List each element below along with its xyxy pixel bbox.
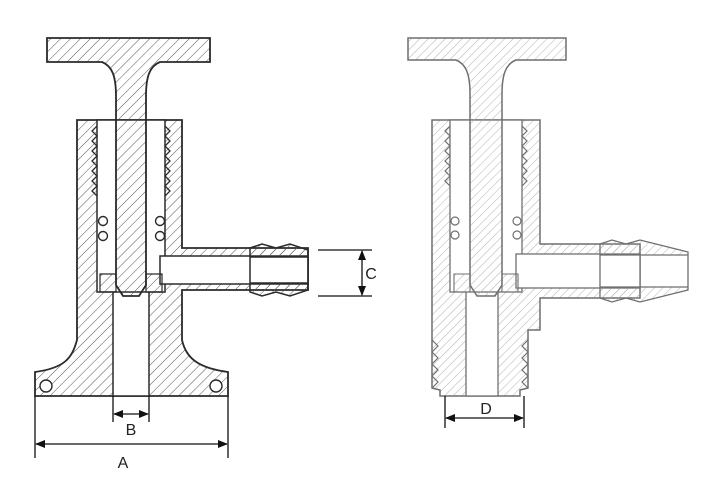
left-valve-o-rings xyxy=(97,215,166,242)
left-valve-side-bore xyxy=(159,255,309,285)
left-valve-clamp-type xyxy=(34,37,309,397)
right-valve-thread-left xyxy=(444,125,451,187)
left-valve-hose-barb xyxy=(249,243,309,297)
left-valve-seat xyxy=(99,273,163,293)
left-valve-thread-left xyxy=(91,125,98,197)
right-valve-thread-bottom-right xyxy=(521,339,529,389)
left-valve-handle-stem xyxy=(46,37,211,297)
dimension-label-c: C xyxy=(365,266,377,283)
dimension-lines xyxy=(34,249,525,458)
right-valve-hose-barb xyxy=(599,239,689,303)
right-valve-thread-bottom-left xyxy=(431,339,439,389)
dimension-label-d: D xyxy=(480,401,492,418)
dimension-label-a: A xyxy=(118,455,129,472)
right-valve-threaded-type xyxy=(407,37,689,397)
left-valve-bore xyxy=(112,289,150,397)
dimension-label-b: B xyxy=(126,422,137,439)
right-valve-o-rings xyxy=(450,216,522,240)
right-valve-handle-stem xyxy=(407,37,567,297)
left-valve-thread-right xyxy=(164,125,171,197)
right-valve-thread-right xyxy=(521,125,528,187)
left-valve-clamp-grooves xyxy=(39,379,223,393)
right-valve-seat xyxy=(453,273,519,293)
right-valve-bore xyxy=(465,289,499,397)
right-valve-side-bore xyxy=(515,253,641,289)
